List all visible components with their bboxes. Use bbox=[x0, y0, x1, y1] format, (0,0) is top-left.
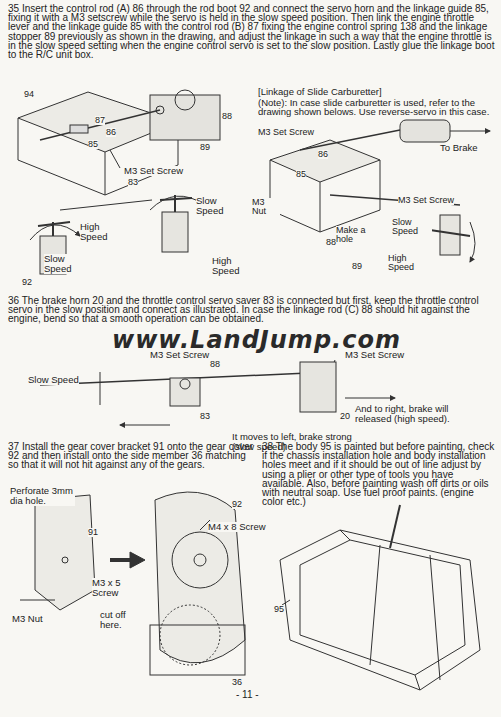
callout-number: 83 bbox=[200, 412, 210, 421]
callout-number: 86 bbox=[318, 150, 328, 159]
slide-carburetter-drawing bbox=[270, 120, 490, 262]
speed-label: Slow Speed bbox=[392, 218, 432, 237]
part-label: M3 Set Screw bbox=[124, 166, 183, 176]
callout-number: 88 bbox=[326, 238, 336, 247]
callout-number: 91 bbox=[88, 528, 98, 537]
part-label: M3 Nut bbox=[12, 614, 43, 624]
servo-positions bbox=[30, 195, 205, 274]
note-text: And to right, brake will released (high … bbox=[355, 404, 475, 424]
callout-number: 85 bbox=[88, 140, 98, 149]
callout-number: 94 bbox=[24, 90, 34, 99]
speed-label: High Speed bbox=[212, 256, 252, 276]
part-label: To Brake bbox=[440, 143, 478, 153]
part-label: M4 x 8 Screw bbox=[208, 522, 266, 532]
part-label: M3 Set Screw bbox=[258, 128, 314, 137]
page-number: - 11 - bbox=[236, 690, 259, 701]
brake-linkage-drawing bbox=[40, 360, 395, 425]
roll-cage-drawing bbox=[280, 505, 480, 690]
callout-number: 89 bbox=[352, 262, 362, 271]
instruction-text: 37 Install the gear cover bracket 91 ont… bbox=[8, 442, 256, 470]
callout-number: 92 bbox=[232, 500, 242, 509]
part-label: M3 Nut bbox=[252, 198, 280, 217]
instruction-text: 36 The brake horn 20 and the throttle co… bbox=[8, 296, 495, 324]
part-label: Make a hole bbox=[336, 226, 376, 245]
callout-number: 36 bbox=[232, 678, 242, 687]
note-text: Perforate 3mm dia hole. bbox=[10, 486, 75, 506]
callout-number: 86 bbox=[106, 128, 116, 137]
part-label: M3 Set Screw bbox=[398, 196, 454, 205]
callout-number: 88 bbox=[210, 360, 220, 369]
part-label: cut off here. bbox=[100, 610, 136, 630]
callout-number: 92 bbox=[22, 278, 32, 287]
callout-number: 87 bbox=[95, 116, 105, 125]
callout-number: 83 bbox=[128, 178, 138, 187]
speed-label: Slow Speed bbox=[44, 254, 84, 274]
instruction-text: 38 The body 95 is painted but before pai… bbox=[262, 442, 497, 506]
gear-cover-drawing bbox=[20, 492, 245, 675]
speed-label: Slow Speed bbox=[28, 375, 79, 385]
part-label: M3 Set Screw bbox=[345, 350, 404, 360]
callout-number: 85 bbox=[296, 170, 306, 179]
speed-label: High Speed bbox=[80, 222, 120, 242]
part-label: M3 Set Screw bbox=[150, 350, 209, 360]
note-text: (Note): In case slide carburetter is use… bbox=[258, 99, 493, 116]
section-heading: [Linkage of Slide Carburetter] bbox=[258, 87, 458, 97]
callout-number: 88 bbox=[222, 112, 232, 121]
rc-box-drawing bbox=[18, 90, 220, 195]
callout-number: 20 bbox=[340, 412, 350, 421]
part-label: M3 x 5 Screw bbox=[92, 578, 132, 598]
callout-number: 89 bbox=[200, 143, 210, 152]
speed-label: High Speed bbox=[388, 254, 428, 273]
speed-label: Slow Speed bbox=[196, 196, 236, 216]
callout-number: 95 bbox=[274, 605, 284, 614]
instruction-text: 35 Insert the control rod (A) 86 through… bbox=[8, 4, 495, 59]
